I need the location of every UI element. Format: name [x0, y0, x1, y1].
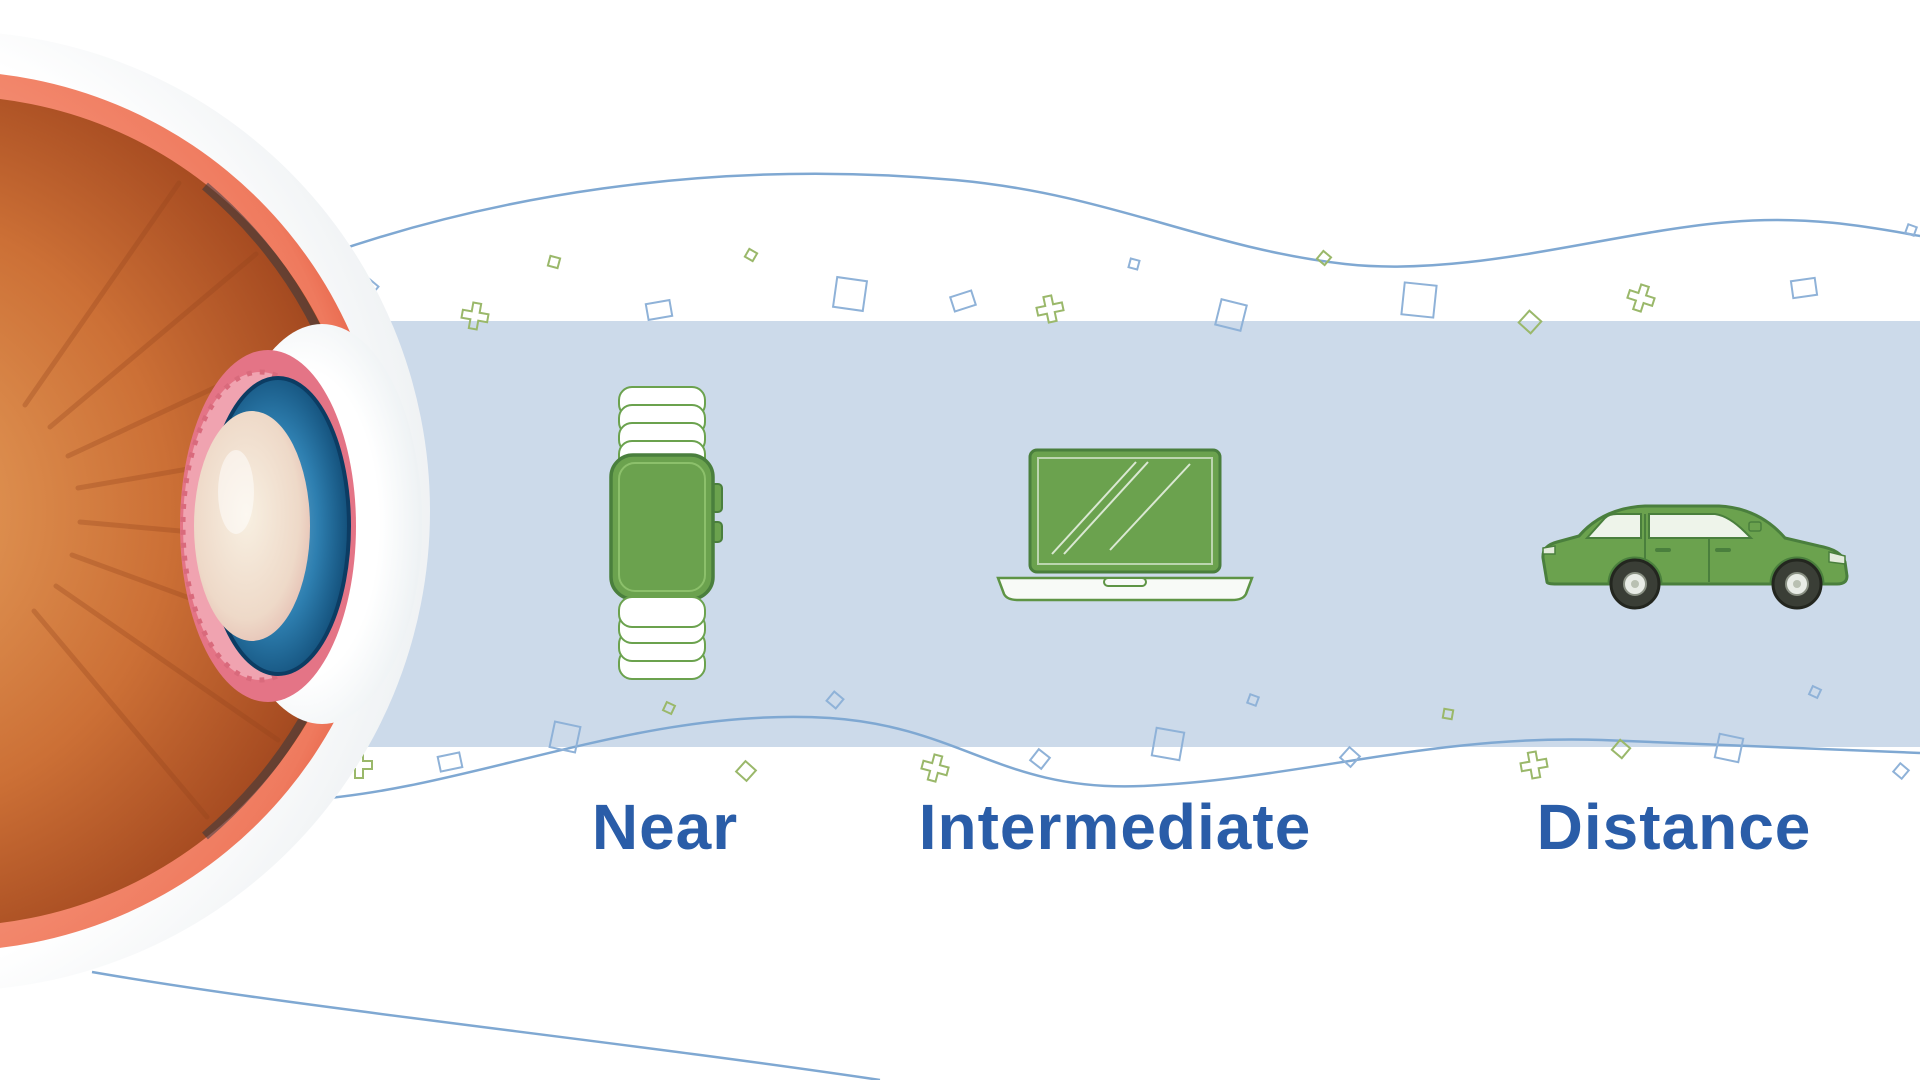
car-front-wheel — [1771, 558, 1823, 610]
bottom-wave — [91, 715, 1920, 1080]
zone-label-distance: Distance — [1536, 791, 1812, 863]
car-door-handle-rear — [1655, 548, 1671, 552]
car-door-handle-front — [1715, 548, 1731, 552]
car-rear-wheel — [1609, 558, 1661, 610]
watch-screen — [618, 462, 706, 592]
car-rear-window — [1584, 513, 1642, 539]
car-taillight — [1542, 545, 1556, 555]
laptop-screen-reflection — [1051, 461, 1191, 555]
smartwatch-icon — [609, 386, 723, 680]
lens-highlight — [218, 450, 254, 534]
top-wave — [294, 172, 1920, 268]
eye-cross-section-illustration — [0, 33, 430, 989]
scatter-shapes — [345, 222, 1919, 785]
car-headlight — [1828, 551, 1846, 565]
laptop-base-notch — [1103, 577, 1147, 587]
watch-strap-bottom — [618, 596, 706, 680]
laptop-icon — [996, 448, 1254, 602]
lens — [194, 411, 310, 641]
zone-label-intermediate: Intermediate — [918, 791, 1312, 863]
car-side-mirror — [1748, 521, 1762, 532]
watch-body — [609, 453, 715, 601]
laptop-base — [996, 576, 1254, 602]
car-icon — [1541, 504, 1849, 610]
car-front-window — [1648, 513, 1754, 539]
laptop-screen — [1028, 448, 1222, 574]
zone-label-near: Near — [591, 791, 739, 863]
laptop-screen-bezel — [1037, 457, 1213, 565]
watch-strap-top — [618, 386, 706, 472]
